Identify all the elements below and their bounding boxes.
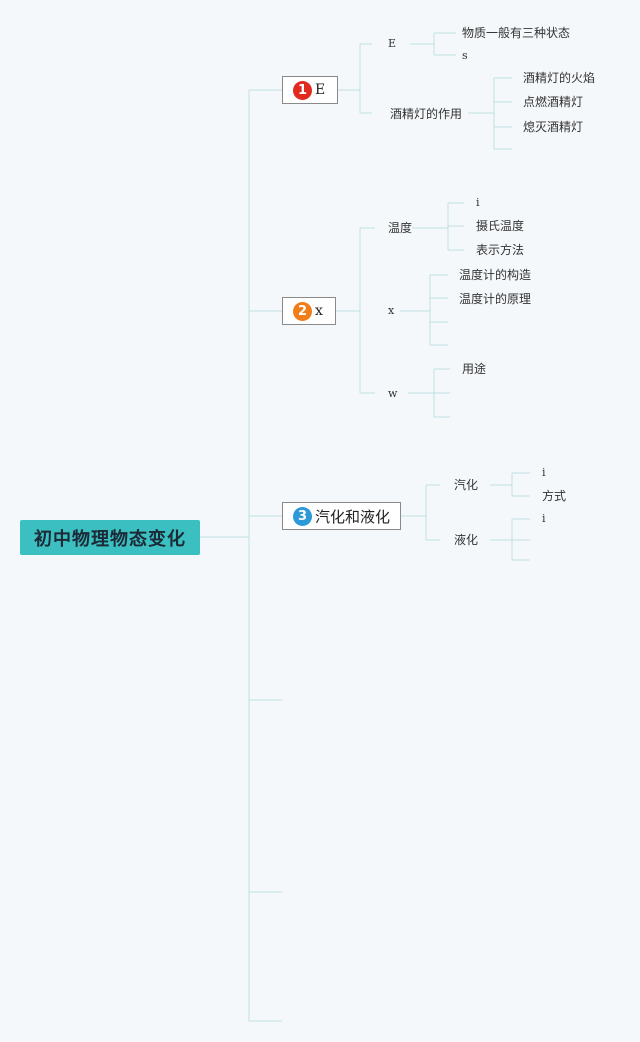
branch-topic-label: E <box>315 82 326 98</box>
branch-number-badge: 1 <box>293 80 312 100</box>
leaf-topic[interactable]: i <box>476 196 480 209</box>
root-topic[interactable]: 初中物理物态变化 <box>20 520 200 555</box>
branch-topic-1[interactable]: 1 E <box>282 76 338 104</box>
leaf-topic[interactable]: s <box>462 49 468 62</box>
root-topic-label: 初中物理物态变化 <box>34 528 186 550</box>
leaf-topic[interactable]: 摄氏温度 <box>476 219 525 233</box>
subtopic[interactable]: 温度 <box>388 221 413 235</box>
leaf-topic[interactable]: 点燃酒精灯 <box>523 95 584 109</box>
branch-topic-label: 汽化和液化 <box>315 507 391 526</box>
subtopic[interactable]: w <box>388 387 398 400</box>
branch-topic-label: x <box>315 303 323 319</box>
branch-number-badge: 3 <box>293 506 312 526</box>
branch-topic-3[interactable]: 3 汽化和液化 <box>282 502 401 530</box>
leaf-topic[interactable]: 温度计的构造 <box>459 268 532 282</box>
branch-topic-2[interactable]: 2 x <box>282 297 336 325</box>
leaf-topic[interactable]: 熄灭酒精灯 <box>523 120 584 134</box>
subtopic[interactable]: E <box>388 37 397 50</box>
leaf-topic[interactable]: 酒精灯的火焰 <box>523 71 596 85</box>
leaf-topic[interactable]: i <box>542 466 546 479</box>
subtopic[interactable]: x <box>388 304 395 317</box>
leaf-topic[interactable]: 方式 <box>542 489 567 503</box>
leaf-topic[interactable]: 用途 <box>462 362 487 376</box>
subtopic[interactable]: 酒精灯的作用 <box>390 107 463 121</box>
leaf-topic[interactable]: i <box>542 512 546 525</box>
leaf-topic[interactable]: 物质一般有三种状态 <box>462 26 571 40</box>
leaf-topic[interactable]: 温度计的原理 <box>459 292 532 306</box>
leaf-topic[interactable]: 表示方法 <box>476 243 525 257</box>
subtopic[interactable]: 汽化 <box>454 478 479 492</box>
branch-number-badge: 2 <box>293 301 312 321</box>
subtopic[interactable]: 液化 <box>454 533 479 547</box>
